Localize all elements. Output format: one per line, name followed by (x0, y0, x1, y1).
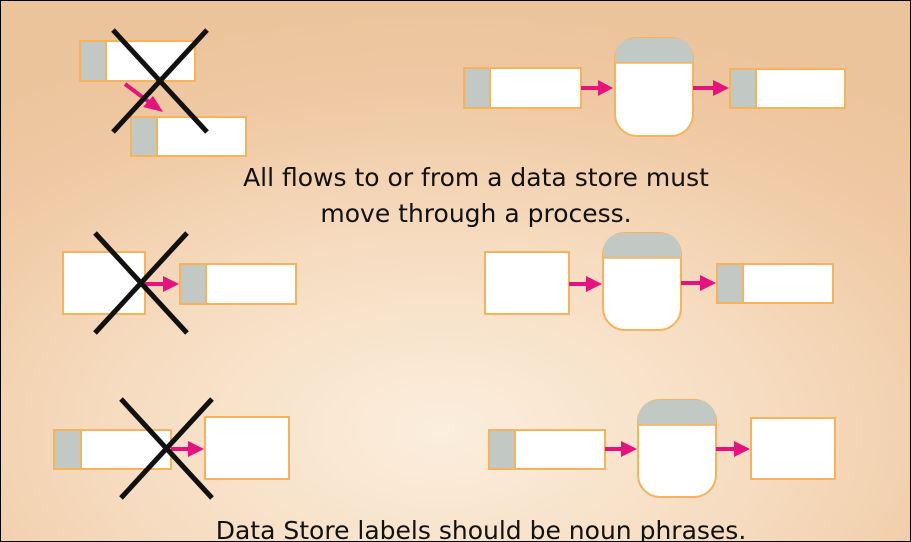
data-store (716, 263, 834, 304)
data-store (130, 116, 247, 157)
process (637, 399, 717, 498)
arrow-icon (123, 82, 163, 112)
incorrect-example-store-to-store (79, 28, 247, 157)
caption-line: move through a process. (320, 199, 632, 228)
arrow-icon (605, 441, 637, 457)
arrow-icon (145, 276, 179, 292)
rule-caption-noun-phrases: Data Store labels should be noun phrases… (215, 516, 747, 542)
cross-icon (93, 231, 189, 335)
process (602, 232, 682, 331)
correct-example-store-process-entity (488, 399, 836, 498)
arrow-icon (693, 80, 729, 96)
external-entity (750, 417, 836, 480)
external-entity (62, 251, 146, 315)
data-store (179, 263, 297, 305)
arrow-icon (569, 276, 602, 292)
data-store (729, 68, 846, 109)
rule-caption-flows-through-process: All flows to or from a data store must m… (151, 160, 801, 232)
arrow-icon (581, 80, 613, 96)
caption-line: All flows to or from a data store must (243, 163, 709, 192)
incorrect-example-store-to-entity (53, 397, 290, 500)
cross-icon (119, 397, 214, 500)
cross-icon (111, 28, 209, 134)
data-store (53, 429, 172, 470)
arrow-icon (716, 441, 750, 457)
incorrect-example-entity-to-store (62, 231, 297, 335)
process (614, 37, 694, 137)
external-entity (484, 251, 570, 315)
arrow-icon (681, 275, 716, 291)
arrow-icon (171, 441, 204, 457)
data-store (488, 429, 606, 470)
correct-example-store-process-store (463, 37, 846, 137)
external-entity (204, 416, 290, 480)
correct-example-entity-process-store (484, 232, 834, 331)
data-store (463, 67, 582, 109)
